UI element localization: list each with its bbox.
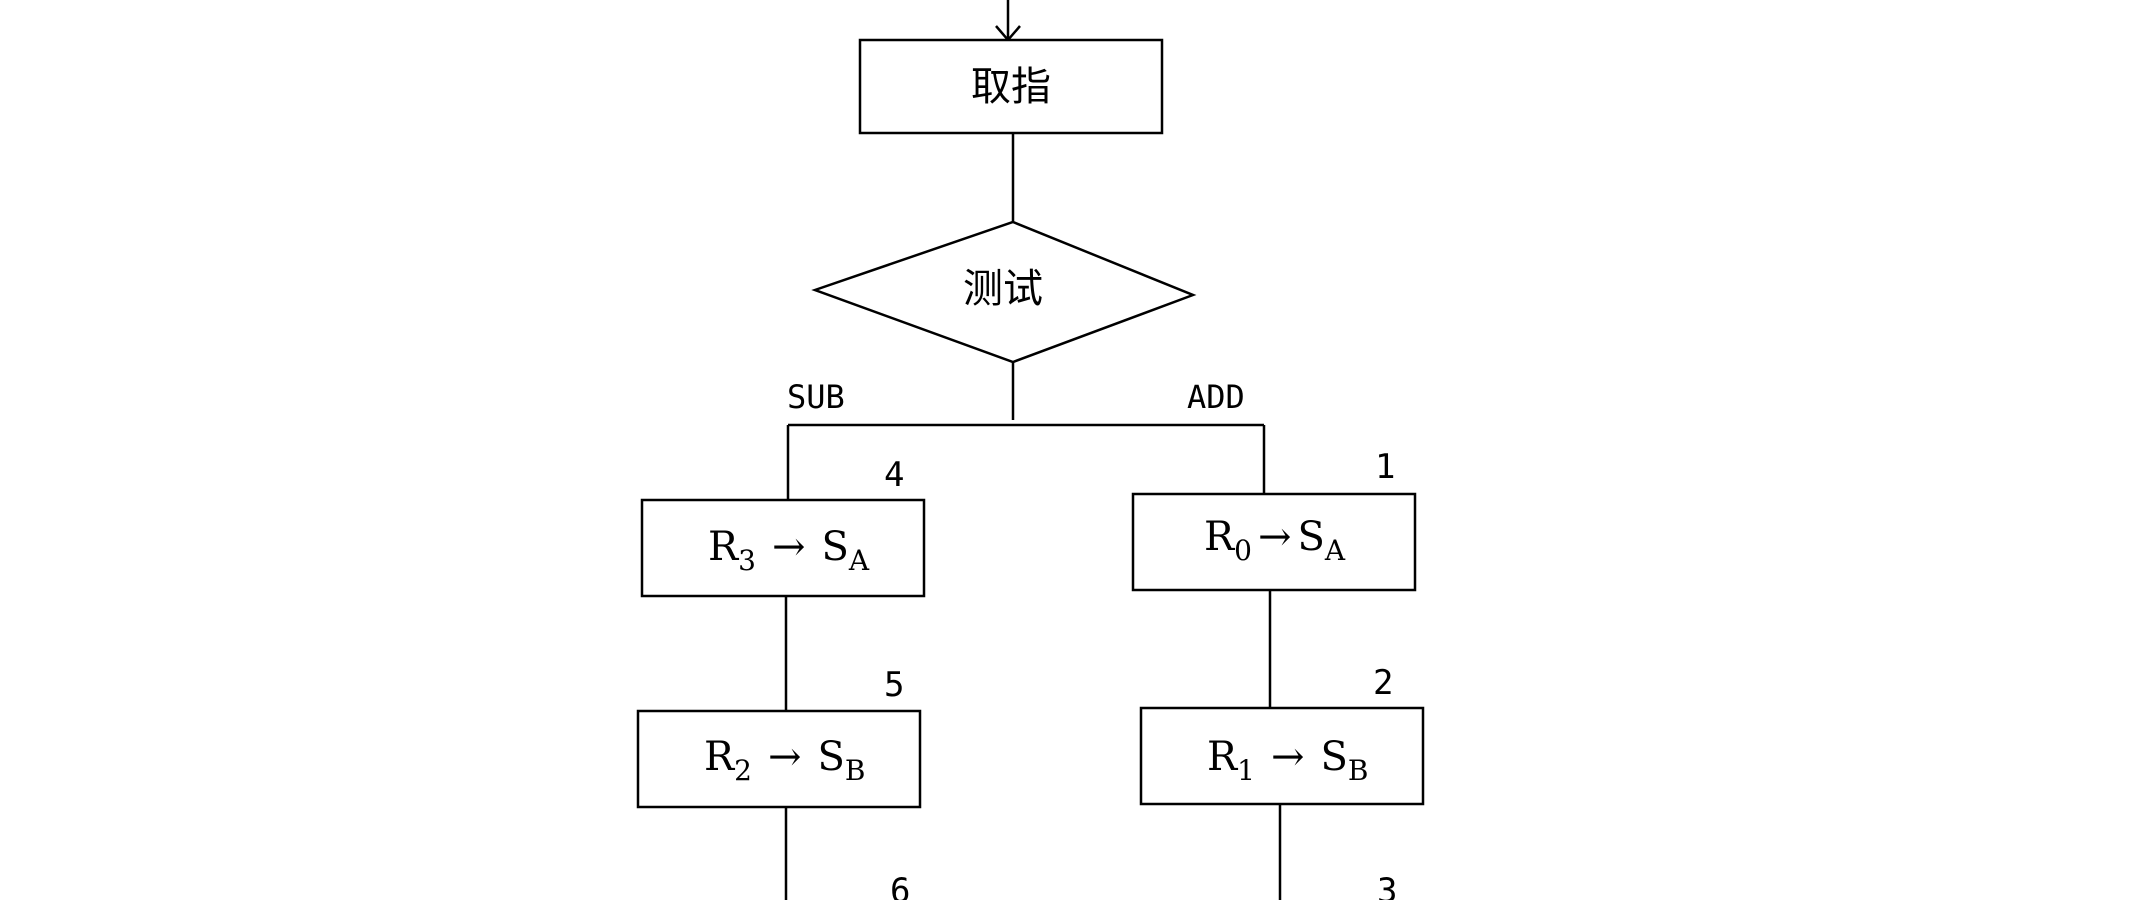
sub-step-6: 6	[890, 871, 910, 900]
sub-box-2-reg-sub: 2	[734, 754, 752, 787]
sub-step-4: 4	[884, 455, 904, 495]
add-box-1-reg-sub: 0	[1234, 534, 1252, 567]
sub-box-2-arrow: →	[768, 734, 802, 780]
add-box-2	[1139, 706, 1425, 806]
add-box-1-arrow: →	[1258, 514, 1292, 560]
sub-box-1-reg: R	[708, 524, 740, 570]
add-box-1	[1131, 492, 1417, 592]
test-label: 测试	[963, 266, 1043, 312]
add-step-3: 3	[1377, 871, 1397, 900]
sub-box-1-dst: S	[821, 524, 848, 570]
add-box-2-reg: R	[1207, 734, 1239, 780]
sub-box-2-dst: S	[817, 734, 844, 780]
add-step-1: 1	[1375, 447, 1395, 487]
add-box-1-dst-sub: A	[1324, 534, 1346, 567]
sub-box-2-dst-sub: B	[845, 754, 866, 787]
sub-box-2-expression: R2 → SB	[704, 734, 865, 787]
add-box-1-expression: R0→SA	[1204, 514, 1346, 567]
sub-box-1-reg-sub: 3	[738, 544, 756, 577]
add-box-1-reg: R	[1204, 514, 1236, 560]
sub-branch-label: SUB	[787, 378, 845, 416]
sub-step-5: 5	[884, 665, 904, 705]
add-box-1-dst: S	[1297, 514, 1324, 560]
add-box-2-arrow: →	[1271, 734, 1305, 780]
add-box-2-expression: R1 → SB	[1207, 734, 1368, 787]
add-box-2-dst-sub: B	[1348, 754, 1369, 787]
sub-box-1-dst-sub: A	[848, 544, 870, 577]
fetch-label: 取指	[971, 64, 1051, 110]
sub-box-1-expression: R3 → SA	[708, 524, 870, 577]
sub-box-1-arrow: →	[772, 524, 806, 570]
sub-box-2-reg: R	[704, 734, 736, 780]
fetch-box	[858, 38, 1164, 135]
add-box-2-dst: S	[1320, 734, 1347, 780]
add-step-2: 2	[1373, 663, 1393, 703]
sub-box-1	[640, 498, 926, 598]
add-box-2-reg-sub: 1	[1237, 754, 1255, 787]
sub-box-2	[636, 709, 922, 809]
add-branch-label: ADD	[1187, 378, 1245, 416]
